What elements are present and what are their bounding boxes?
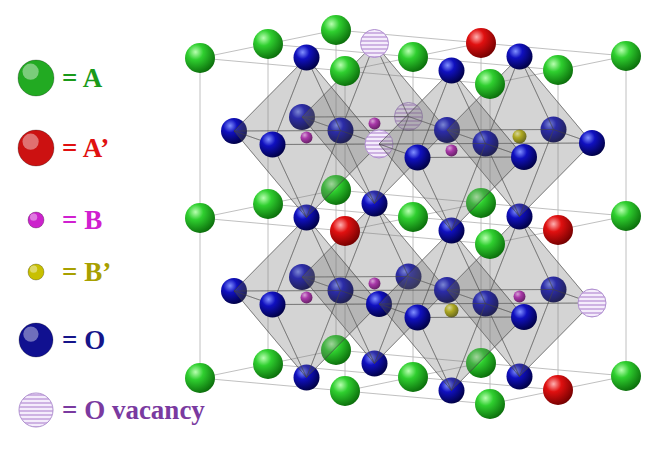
swatch-sphere (28, 212, 44, 228)
a-prime-atom (543, 375, 573, 405)
legend-label: = A (62, 58, 102, 98)
swatch-sphere (18, 130, 54, 166)
legend-swatch (14, 128, 58, 168)
swatch-highlight (30, 214, 37, 221)
a-atom (321, 15, 351, 45)
a-atom (543, 55, 573, 85)
octahedron-face (273, 218, 380, 305)
swatch-vacancy (19, 393, 53, 427)
oxygen-vacancy (578, 289, 606, 317)
octahedron-face (418, 71, 525, 158)
swatch-rim (18, 60, 54, 96)
legend-item: = B’ (14, 252, 111, 292)
swatch-rim (19, 323, 53, 357)
oxygen-atom (260, 292, 286, 318)
legend-item: = A’ (14, 128, 109, 168)
legend-label: = O vacancy (62, 390, 205, 430)
a-atom (185, 363, 215, 393)
legend-swatch (14, 252, 58, 292)
swatch-highlight (23, 326, 38, 341)
legend-item: = O (14, 320, 105, 360)
a-atom (611, 41, 641, 71)
oxygen-atom (294, 45, 320, 71)
oxygen-atom (260, 132, 286, 158)
a-atom (185, 43, 215, 73)
a-atom (398, 202, 428, 232)
octahedron-face (273, 58, 380, 145)
oxygen-atom (579, 130, 605, 156)
octahedron (379, 231, 524, 391)
swatch-highlight (30, 266, 37, 273)
a-prime-atom (466, 28, 496, 58)
oxygen-atom (439, 58, 465, 84)
legend-item: = A (14, 58, 102, 98)
swatch-highlight (23, 134, 39, 150)
a-atom (185, 203, 215, 233)
octahedron (379, 71, 524, 231)
swatch-rim (18, 130, 54, 166)
oxygen-atom (511, 144, 537, 170)
octahedron (234, 218, 379, 378)
a-atom (253, 349, 283, 379)
a-atom (475, 229, 505, 259)
a-atom (611, 201, 641, 231)
octahedron-face (418, 231, 525, 318)
legend-swatch (14, 58, 58, 98)
octahedron (234, 58, 379, 218)
legend-item: = B (14, 200, 102, 240)
legend-label: = A’ (62, 128, 109, 168)
legend-item: = O vacancy (14, 390, 205, 430)
swatch-sphere (18, 60, 54, 96)
legend-label: = B (62, 200, 102, 240)
a-atom (253, 29, 283, 59)
legend-label: = O (62, 320, 105, 360)
a-prime-atom (543, 215, 573, 245)
legend-label: = B’ (62, 252, 111, 292)
oxygen-vacancy (361, 30, 389, 58)
legend-swatch (14, 200, 58, 240)
swatch-rim (28, 264, 44, 280)
a-atom (330, 376, 360, 406)
legend-swatch (14, 320, 58, 360)
a-atom (398, 42, 428, 72)
a-atom (611, 361, 641, 391)
legend-swatch (14, 390, 58, 430)
a-prime-atom (330, 216, 360, 246)
swatch-rim (28, 212, 44, 228)
a-atom (253, 189, 283, 219)
a-atom (398, 362, 428, 392)
swatch-sphere (28, 264, 44, 280)
a-atom (475, 69, 505, 99)
oxygen-atom (507, 44, 533, 70)
swatch-highlight (23, 64, 39, 80)
a-atom (475, 389, 505, 419)
a-atom (330, 56, 360, 86)
oxygen-atom (405, 145, 431, 171)
oxygen-atom (511, 304, 537, 330)
swatch-sphere (19, 323, 53, 357)
oxygen-atom (405, 305, 431, 331)
